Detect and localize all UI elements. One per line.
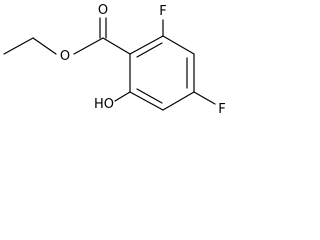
ring-bond-c2-c3 (162, 35, 195, 55)
ring-inner-double-c5-c6 (136, 88, 163, 104)
carbonyl-ring-bond (102, 37, 131, 55)
ring-bond-c5-c6 (129, 91, 164, 111)
ester-oxygen-label: O (60, 49, 70, 64)
fluorine-bottom-label: F (218, 102, 225, 117)
ring-to-fluorine-bottom-bond (193, 91, 216, 105)
ring-inner-double-c1-c2 (136, 42, 163, 58)
ring-to-hydroxyl-bond (114, 91, 131, 102)
molecule-structure-diagram: O O F F HO (3, 3, 226, 117)
ring-bond-c4-c5 (162, 91, 195, 111)
ethyl-ch2-o-bond (32, 37, 57, 55)
fluorine-top-label: F (159, 4, 166, 19)
hydroxyl-label: HO (94, 97, 114, 112)
carbonyl-oxygen-label: O (98, 3, 108, 18)
ester-o-carbonyl-bond (73, 37, 104, 55)
ethyl-ch3-bond (3, 37, 34, 55)
ring-bond-c1-c2 (129, 35, 164, 55)
